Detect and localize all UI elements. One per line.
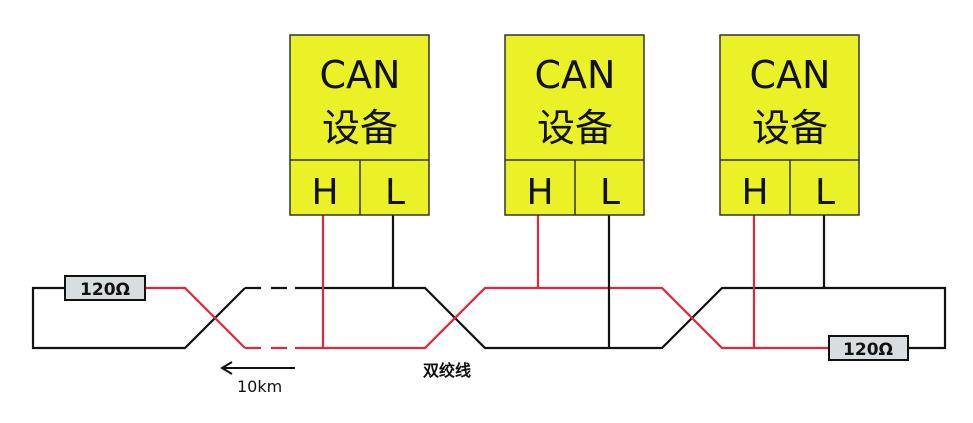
device-title: CAN <box>750 53 831 97</box>
can-device-3: CAN 设备 H L <box>719 34 860 216</box>
left-red-wire <box>145 286 246 349</box>
terminal-h: H <box>741 172 768 213</box>
red-wire-seg1 <box>295 286 829 350</box>
can-device-2: CAN 设备 H L <box>504 34 645 216</box>
left-loop-wire <box>31 286 246 350</box>
resistor-left-label: 120Ω <box>80 280 130 300</box>
terminal-h: H <box>526 172 553 213</box>
resistor-right: 120Ω <box>828 335 909 361</box>
cable-label: 双绞线 <box>423 361 471 380</box>
device-title: CAN <box>320 53 401 97</box>
resistor-left: 120Ω <box>64 275 146 301</box>
distance-label: 10km <box>237 377 282 396</box>
terminal-l: L <box>600 172 620 213</box>
terminal-l: L <box>385 172 405 213</box>
terminal-h: H <box>311 172 338 213</box>
device-subtitle: 设备 <box>322 106 398 150</box>
device-subtitle: 设备 <box>537 106 613 150</box>
device-title: CAN <box>535 53 616 97</box>
terminal-l: L <box>815 172 835 213</box>
distance-arrow-icon <box>220 361 295 375</box>
can-device-1: CAN 设备 H L <box>289 34 430 216</box>
device-subtitle: 设备 <box>752 106 828 150</box>
resistor-right-label: 120Ω <box>843 340 893 360</box>
